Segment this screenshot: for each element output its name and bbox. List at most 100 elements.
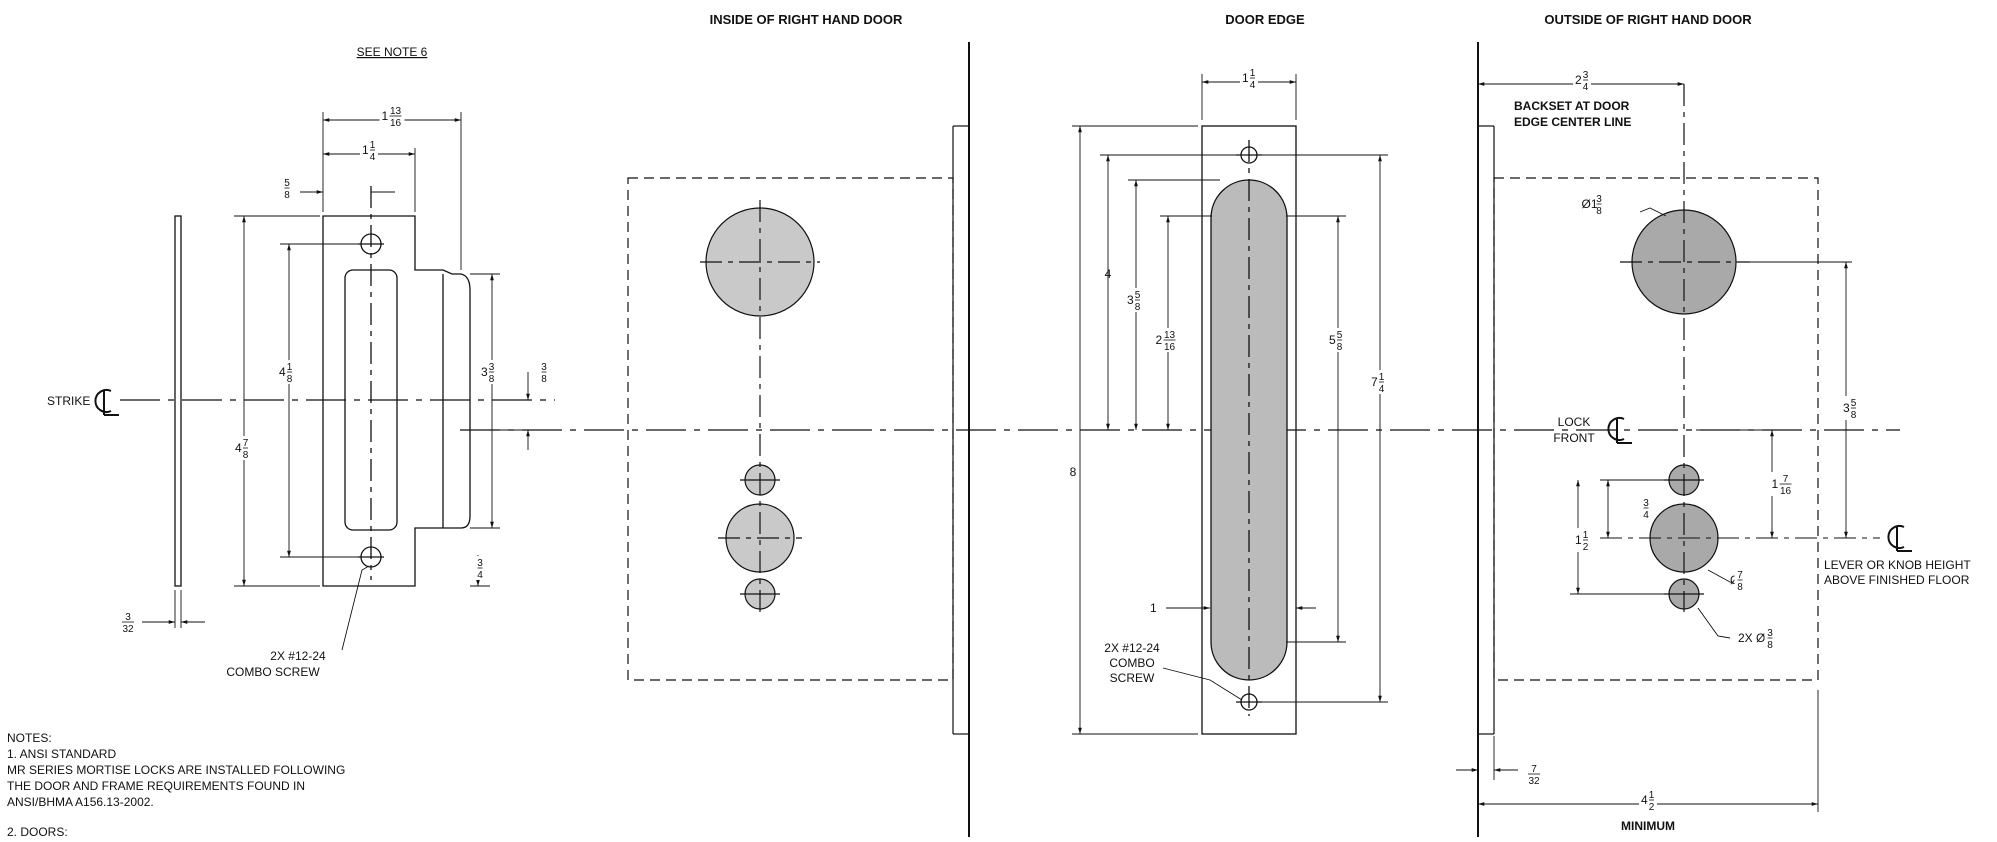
dim-3-4-out: 34 [1640, 496, 1652, 521]
dim-numerator: 13 [390, 106, 402, 117]
dim-denominator: 16 [390, 118, 402, 129]
note-2-title: 2. DOORS: [7, 825, 68, 839]
dim-whole: 5 [1329, 333, 1336, 347]
dim-whole: 1 [382, 109, 389, 123]
dim-denominator: 2 [1649, 802, 1655, 813]
notes-block: NOTES: 1. ANSI STANDARD MR SERIES MORTIS… [7, 730, 447, 840]
dim-denominator: 8 [541, 374, 547, 385]
dim-denominator: 16 [1164, 342, 1176, 353]
dim-whole: 7 [1371, 375, 1378, 389]
dim-denominator: 32 [122, 624, 134, 635]
dim-denominator: 8 [1337, 342, 1343, 353]
dim-denominator: 4 [1379, 384, 1385, 395]
door-edge-view [1201, 125, 1297, 735]
dim-denominator: 4 [1583, 82, 1589, 93]
dim-whole: 1 [1242, 71, 1249, 85]
strike-screw-label-2: COMBO SCREW [226, 665, 320, 679]
lever-height-centerline-symbol [1887, 525, 1912, 552]
backset-label-1: BACKSET AT DOOR [1514, 99, 1630, 113]
dim-3-32: 332 [119, 610, 137, 635]
dim-whole: 3 [1843, 401, 1850, 415]
lever-height-label-2: ABOVE FINISHED FLOOR [1824, 573, 1970, 587]
dim-denominator: 8 [1596, 206, 1602, 217]
title-outside-door: OUTSIDE OF RIGHT HAND DOOR [1544, 12, 1752, 27]
dim-numerator: 3 [1767, 628, 1773, 639]
dim-whole: 4 [235, 441, 242, 455]
lock-front-label-1: LOCK [1558, 415, 1591, 429]
edge-screw-label-3: SCREW [1110, 671, 1155, 685]
strike-screw-label-1: 2X #12-24 [270, 649, 326, 663]
title-inside-door: INSIDE OF RIGHT HAND DOOR [710, 12, 903, 27]
dim-denominator: 32 [1528, 776, 1540, 787]
dim-numerator: 1 [1583, 530, 1589, 541]
dim-denominator: 8 [243, 450, 249, 461]
door-edge-dimensions [1072, 74, 1388, 735]
dim-denominator: 8 [1851, 410, 1857, 421]
dim-5-8: 58 [281, 176, 293, 201]
note-1-line-2: THE DOOR AND FRAME REQUIREMENTS FOUND IN [7, 779, 306, 793]
dim-numerator: 7 [1783, 474, 1789, 485]
dim-numerator: 1 [1649, 790, 1655, 801]
dim-numerator: 1 [287, 362, 293, 373]
dim-3-8-out: 38 [1764, 626, 1776, 651]
dim-denominator: 8 [1135, 302, 1141, 313]
dim-numerator: 5 [284, 178, 290, 189]
dim-numerator: 1 [1379, 372, 1385, 383]
outside-door-dimensions [1456, 82, 1880, 812]
dim-numerator: 13 [1164, 330, 1176, 341]
dim-3-4-strike: 34 [474, 556, 486, 581]
edge-one-label: 1 [1150, 601, 1157, 615]
dim-denominator: 4 [370, 152, 376, 163]
dim-numerator: 5 [1337, 330, 1343, 341]
dim-numerator: 3 [125, 612, 131, 623]
dim-numerator: 3 [1583, 70, 1589, 81]
dim-7-8: 78 [1734, 568, 1746, 593]
lock-front-label-2: FRONT [1553, 431, 1595, 445]
dim-whole: 1 [1575, 533, 1582, 547]
dim-numerator: 3 [489, 362, 495, 373]
see-note-6: SEE NOTE 6 [357, 45, 428, 59]
dim-denominator: 2 [1583, 542, 1589, 553]
dim-3-8-strike: 38 [538, 360, 550, 385]
dim-whole: 4 [279, 365, 286, 379]
note-1-line-1: MR SERIES MORTISE LOCKS ARE INSTALLED FO… [7, 763, 346, 777]
dim-whole: 1 [1772, 477, 1779, 491]
lock-front-centerline-symbol [1607, 417, 1632, 444]
minimum-label: MINIMUM [1621, 819, 1675, 833]
dim-numerator: 5 [1135, 290, 1141, 301]
dim-numerator: 1 [370, 140, 376, 151]
dim-numerator: 1 [1250, 68, 1256, 79]
backset-label-2: EDGE CENTER LINE [1514, 115, 1631, 129]
note-1-line-3: ANSI/BHMA A156.13-2002. [7, 795, 154, 809]
lock-center-line [120, 399, 1900, 431]
inside-door-view [627, 42, 970, 837]
dim-denominator: 4 [1643, 510, 1649, 521]
notes-heading: NOTES: [7, 731, 52, 745]
note-1-title: 1. ANSI STANDARD [7, 747, 117, 761]
dim-denominator: 8 [284, 190, 290, 201]
dim-whole: 3 [481, 365, 488, 379]
edge-screw-label-2: COMBO [1109, 656, 1154, 670]
dim-denominator: 8 [489, 374, 495, 385]
strike-label: STRIKE [47, 394, 90, 408]
dim-numerator: 7 [1737, 570, 1743, 581]
title-door-edge: DOOR EDGE [1225, 12, 1305, 27]
strike-centerline-symbol [94, 389, 119, 416]
dim-numerator: 3 [541, 362, 547, 373]
lever-height-label-1: LEVER OR KNOB HEIGHT [1824, 558, 1971, 572]
dim-whole: 2 [1575, 73, 1582, 87]
edge-four-label: 4 [1105, 267, 1112, 281]
